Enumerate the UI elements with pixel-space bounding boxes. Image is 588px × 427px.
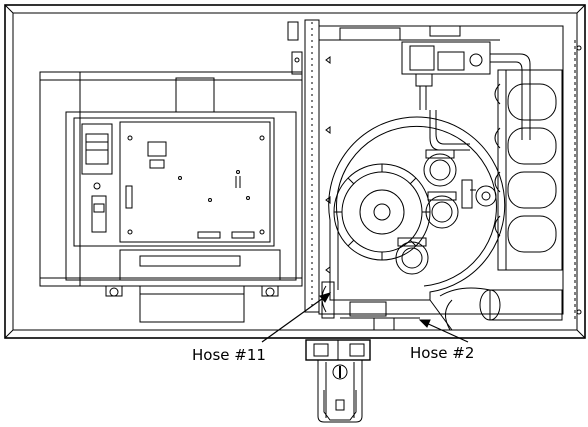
pressure-switch-middle: [425, 191, 459, 229]
callout-leader-hose-2: [418, 319, 469, 343]
pressure-switch-lower: [395, 237, 429, 275]
cabinet-frame: [4, 4, 586, 339]
hose-11-label: Hose #11: [192, 346, 266, 364]
ignitor-assembly: [461, 179, 497, 209]
drain-trap: [305, 339, 371, 423]
divider-panel: [304, 19, 331, 313]
transformer: [81, 123, 113, 233]
inducer-blower: [328, 116, 506, 301]
pressure-switch-upper: [423, 149, 457, 187]
gas-piping: [429, 53, 531, 151]
heat-exchanger: [494, 69, 563, 271]
control-board: [119, 121, 271, 243]
burner-compartment: [318, 25, 564, 315]
vent-pipe: [429, 287, 563, 331]
control-housing: [39, 51, 303, 287]
hose-2-label: Hose #2: [410, 344, 475, 362]
gas-valve: [401, 41, 491, 110]
callout-leader-hose-11: [261, 292, 332, 343]
hose-fittings: [321, 281, 420, 331]
lower-box: [105, 285, 279, 323]
